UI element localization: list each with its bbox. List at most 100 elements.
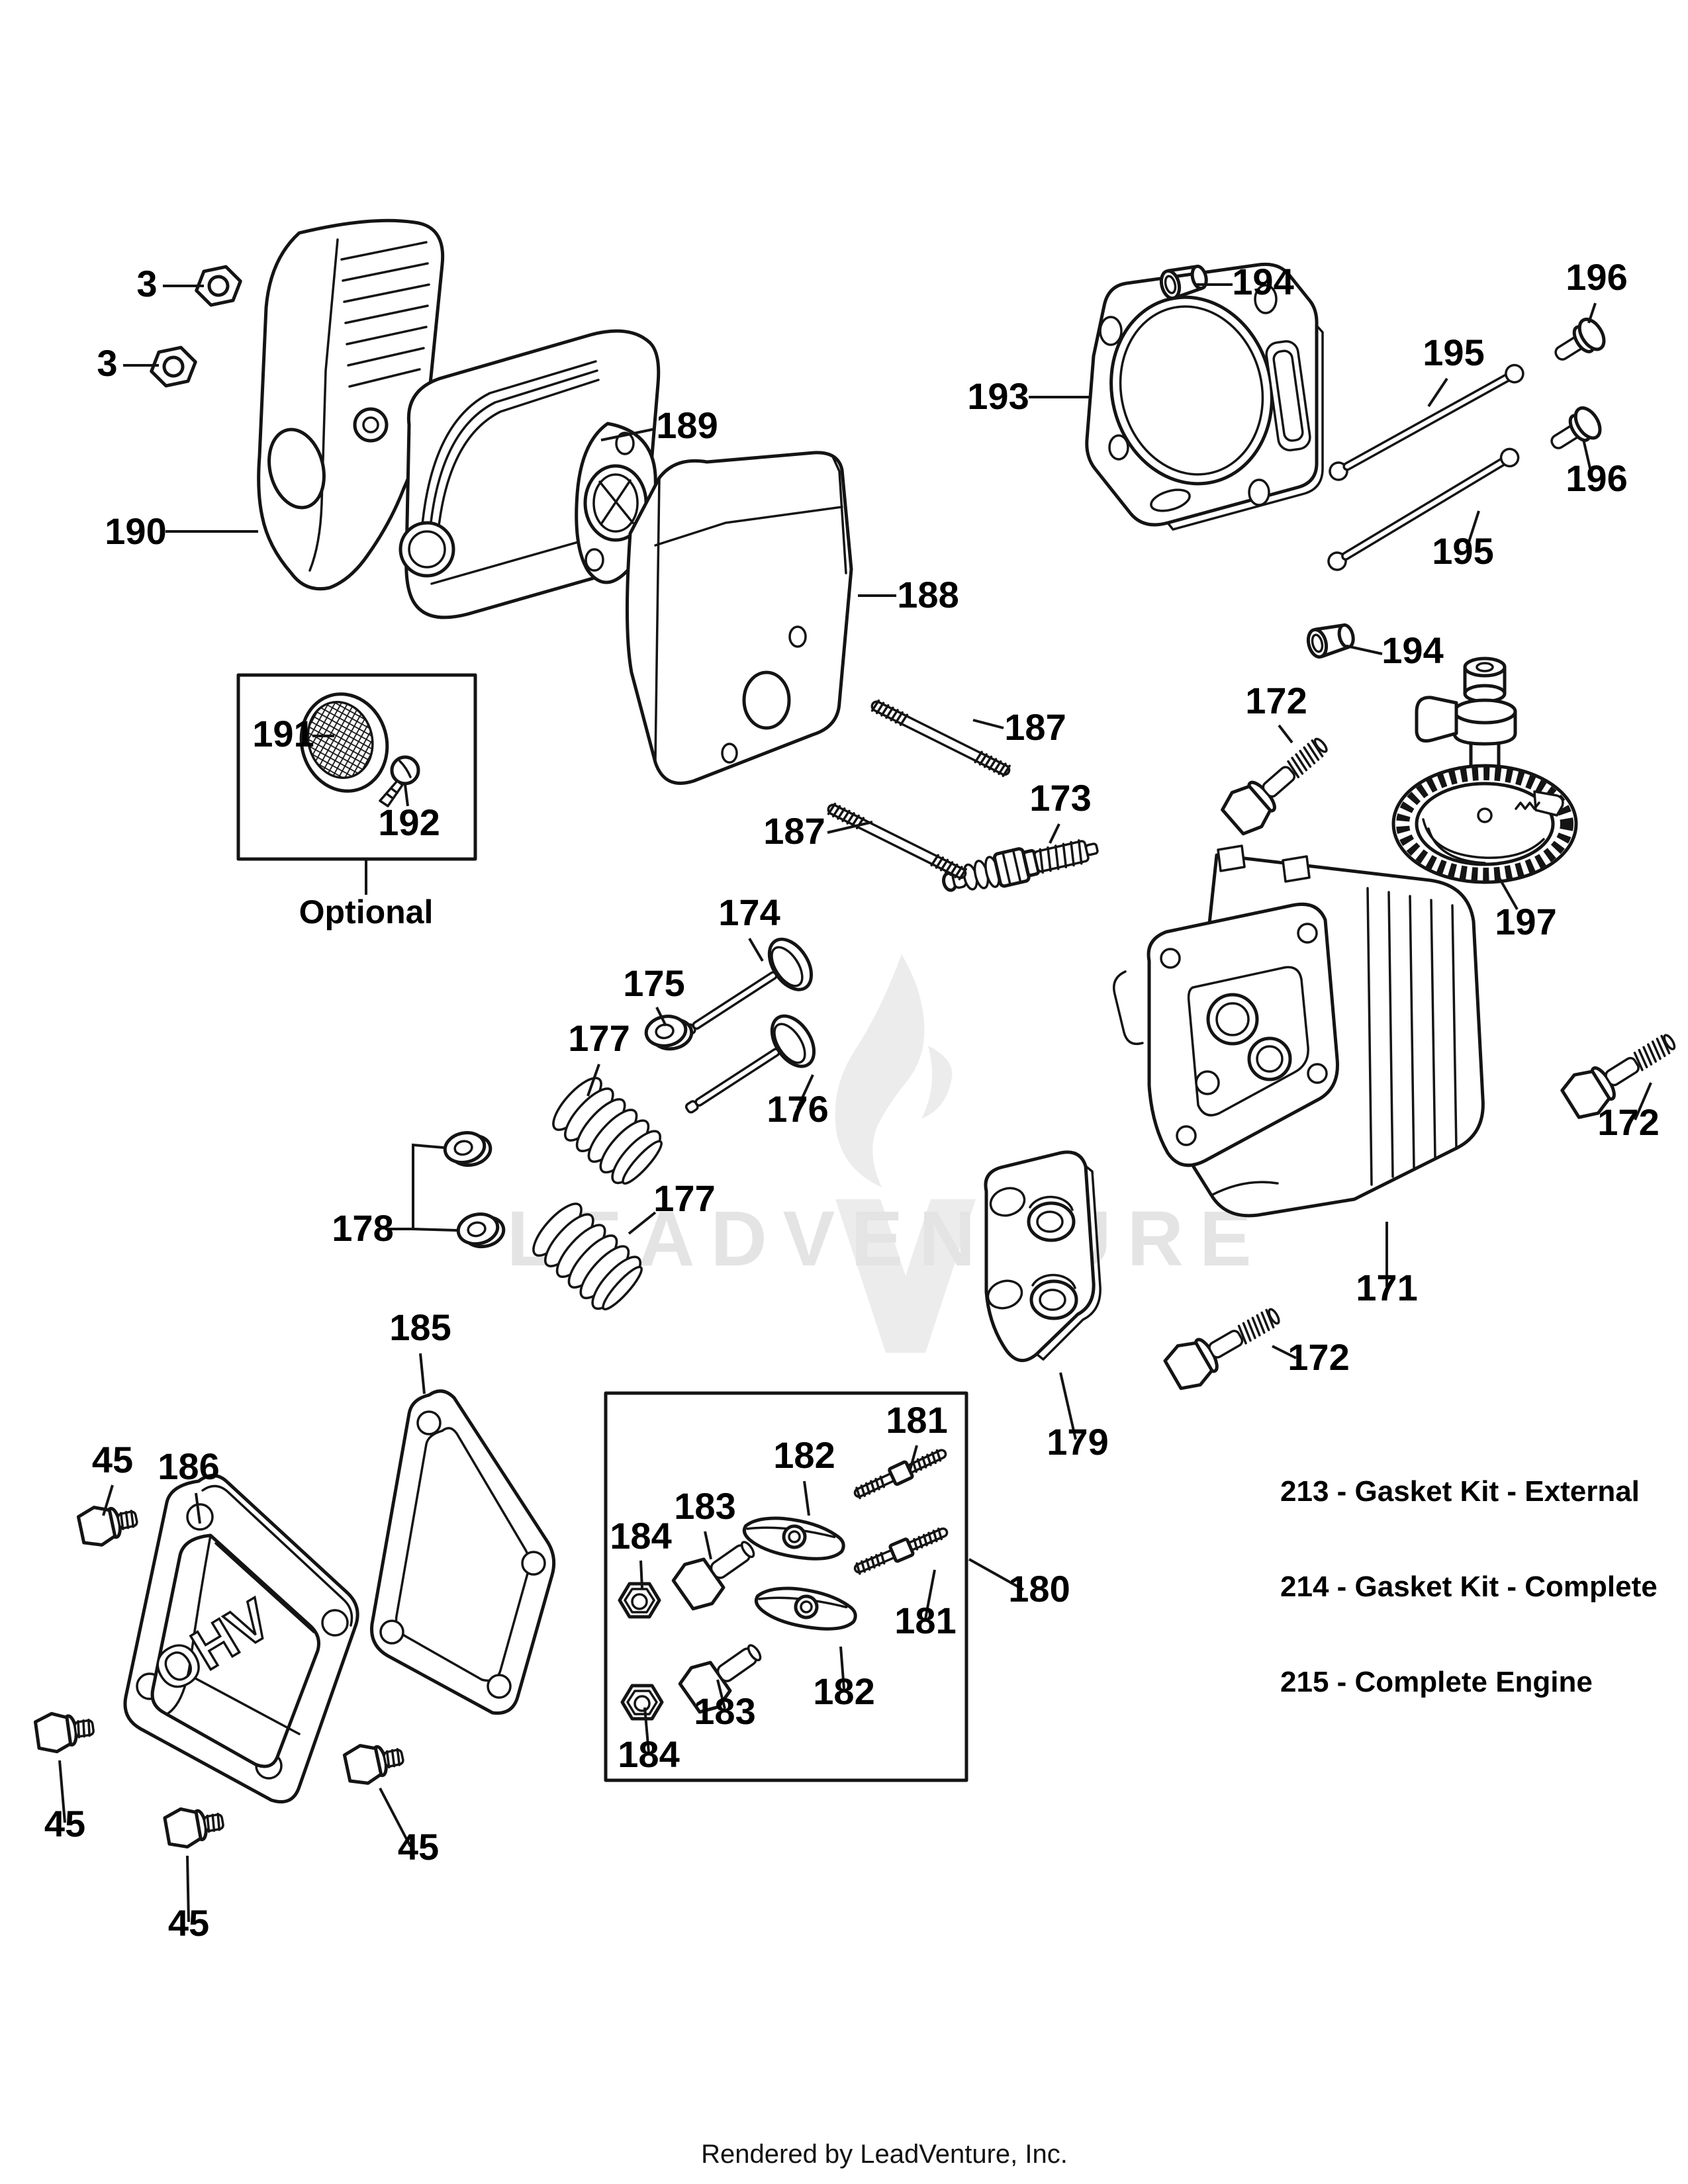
part-number-label-184: 184 [618, 1733, 679, 1775]
part-number-label-172: 172 [1288, 1336, 1349, 1378]
part-cover-bolt-45b [34, 1708, 95, 1754]
rocker-kit-box-180 [604, 1391, 968, 1782]
part-number-label-194: 194 [1232, 261, 1293, 302]
leader-line [839, 1646, 845, 1690]
part-heat-shield-188 [625, 451, 853, 785]
leader-line [385, 1143, 444, 1230]
part-number-label-191: 191 [252, 713, 314, 754]
part-number-label-185: 185 [389, 1306, 451, 1348]
leader-line [643, 1707, 650, 1753]
part-cylinder-head-171 [1113, 844, 1485, 1218]
leader-line [1587, 302, 1597, 324]
part-number-label-187: 187 [1004, 706, 1066, 748]
part-number-label-194: 194 [1382, 629, 1443, 671]
part-rocker-arm-182b [753, 1583, 858, 1633]
part-cover-bolt-45c [164, 1802, 226, 1850]
part-number-label-190: 190 [105, 510, 166, 552]
part-number-label-182: 182 [773, 1434, 835, 1476]
part-number-label-177: 177 [568, 1017, 630, 1059]
part-stud-187b [825, 801, 969, 882]
leader-line [1346, 645, 1383, 655]
part-screen-screw-192 [379, 755, 420, 807]
part-number-label-182: 182 [813, 1670, 874, 1712]
part-guide-plate-179 [984, 1150, 1102, 1362]
leader-line [1495, 872, 1519, 910]
part-number-label-195: 195 [1432, 530, 1493, 572]
part-pivot-nut-184b [622, 1686, 662, 1719]
part-number-label-45: 45 [92, 1439, 133, 1480]
part-number-label-45: 45 [44, 1803, 85, 1844]
leader-line [412, 1228, 457, 1232]
leader-line [748, 937, 764, 962]
leader-line [1278, 724, 1293, 744]
kit-item-213: 213 - Gasket Kit - External [1280, 1475, 1640, 1508]
part-number-label-178: 178 [332, 1207, 393, 1249]
leader-line [1634, 1082, 1652, 1120]
leader-line [655, 1007, 667, 1026]
part-number-label-188: 188 [897, 574, 959, 615]
leader-line [600, 428, 656, 441]
part-number-label-3: 3 [97, 342, 117, 384]
leader-line [628, 1211, 657, 1235]
leader-line [924, 1569, 936, 1619]
optional-parts-box: Optional [236, 673, 477, 931]
part-number-label-181: 181 [886, 1399, 947, 1441]
leader-line [972, 719, 1004, 729]
part-number-label-171: 171 [1356, 1267, 1417, 1308]
leader-line [704, 1531, 712, 1560]
leader-line [419, 1353, 426, 1394]
part-rocker-stud-181b [852, 1523, 950, 1578]
leadventure-flame-logo [835, 954, 976, 1353]
part-number-label-176: 176 [767, 1088, 828, 1130]
part-number-label-172: 172 [1597, 1101, 1659, 1143]
part-number-label-196: 196 [1566, 457, 1627, 499]
part-number-label-172: 172 [1245, 680, 1307, 721]
kit-list: 213 - Gasket Kit - External 214 - Gasket… [1280, 1475, 1658, 1698]
part-number-label-45: 45 [168, 1902, 209, 1944]
part-spark-arrestor-screen-191 [299, 692, 389, 793]
part-bolt-196b [1544, 404, 1605, 459]
part-number-label-173: 173 [1029, 777, 1091, 819]
part-spring-retainer-178b [455, 1210, 506, 1251]
leader-line [1272, 1345, 1297, 1359]
part-number-label-177: 177 [653, 1177, 715, 1219]
part-valve-cap-175 [644, 1013, 694, 1053]
part-head-gasket-193 [1085, 262, 1324, 531]
part-number-label-186: 186 [158, 1445, 219, 1487]
part-number-label-195: 195 [1423, 332, 1484, 373]
leader-line [827, 821, 873, 834]
part-muffler-189 [399, 329, 661, 619]
leader-line [58, 1760, 66, 1823]
part-number-label-181: 181 [894, 1600, 956, 1641]
part-number-label-175: 175 [623, 962, 684, 1004]
leader-line [1059, 1372, 1077, 1440]
part-number-label-3: 3 [136, 263, 157, 304]
leader-line [586, 1064, 600, 1097]
leader-line [716, 1679, 726, 1709]
part-valve-spring-177a [545, 1070, 671, 1193]
part-number-label-197: 197 [1495, 901, 1556, 942]
part-pivot-nut-184a [620, 1584, 659, 1617]
part-valve-cover-186: OHV [123, 1474, 359, 1803]
part-number-label-45: 45 [398, 1826, 439, 1868]
part-head-bolt-172a [1218, 726, 1338, 839]
part-rocker-stud-181a [852, 1445, 949, 1502]
part-number-label-184: 184 [610, 1515, 671, 1557]
part-number-label-179: 179 [1047, 1421, 1108, 1463]
footer-credit: Rendered by LeadVenture, Inc. [701, 2140, 1068, 2169]
part-bolt-196a [1548, 315, 1609, 370]
leader-line [1049, 823, 1060, 844]
kit-item-214: 214 - Gasket Kit - Complete [1280, 1570, 1658, 1603]
leader-line [195, 1492, 201, 1524]
leader-line [908, 1445, 918, 1473]
part-number-label-180: 180 [1008, 1568, 1070, 1610]
kit-item-215: 215 - Complete Engine [1280, 1666, 1593, 1698]
part-stud-187a [868, 698, 1013, 779]
part-cover-gasket-185 [370, 1389, 556, 1715]
leader-lines-layer [58, 283, 1652, 1923]
part-camshaft-197 [1391, 657, 1578, 884]
part-number-label-183: 183 [674, 1485, 735, 1527]
leader-line [1466, 510, 1480, 549]
